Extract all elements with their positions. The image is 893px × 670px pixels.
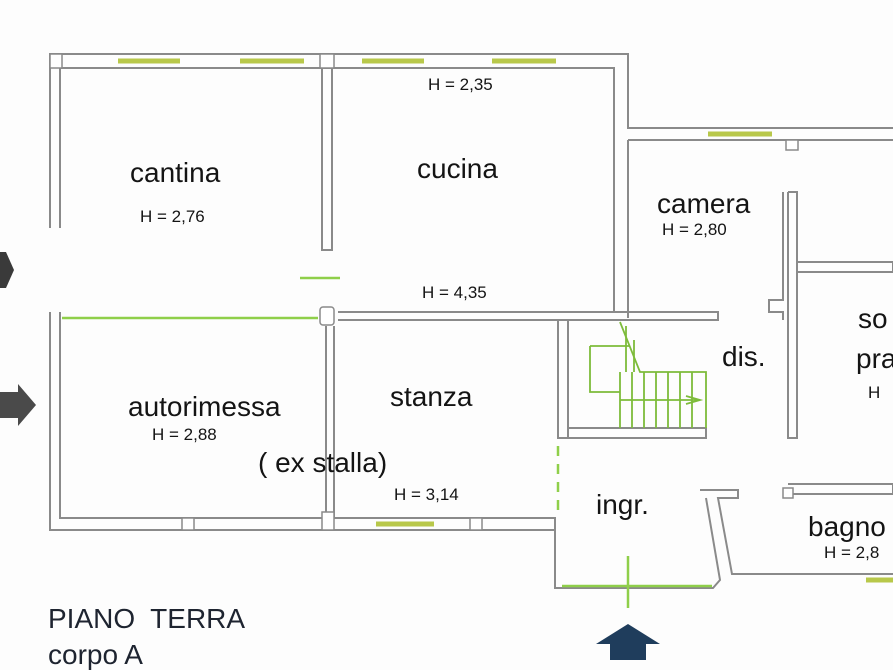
room-name-cantina: cantina xyxy=(130,157,221,188)
wall-ingr-right-inner xyxy=(562,497,722,589)
wall-stair-left xyxy=(557,320,569,439)
room-height-bagno: H = 2,8 xyxy=(824,543,879,562)
room-name-bagno: bagno xyxy=(808,511,886,542)
plan-title: PIANO TERRA corpo A xyxy=(48,603,245,670)
column-camera xyxy=(785,139,799,151)
room-labels: cantina H = 2,76 H = 2,35 cucina H = 4,3… xyxy=(128,75,893,562)
stair-landing xyxy=(589,346,620,393)
stair-outline xyxy=(619,321,707,428)
room-height-stanza: H = 3,14 xyxy=(394,485,459,504)
plan-title-line1: PIANO TERRA xyxy=(48,603,245,634)
column-top-mid xyxy=(319,53,335,69)
plan-title-line2: corpo A xyxy=(48,639,143,670)
outer-wall-top-left xyxy=(49,53,893,228)
room-name-dis: dis. xyxy=(722,341,766,372)
column-bottom-1 xyxy=(181,517,195,531)
outer-wall-top-left-inner xyxy=(59,67,615,312)
wall-autorimessa-stanza xyxy=(325,326,335,519)
room-height-autorimessa: H = 2,88 xyxy=(152,425,217,444)
wall-ingr-right xyxy=(700,489,893,575)
wall-mid-horizontal xyxy=(338,311,719,321)
room-name-stanza: stanza xyxy=(390,381,473,412)
wall-dis-right xyxy=(787,191,798,439)
room-height-cantina: H = 2,76 xyxy=(140,207,205,226)
arrow-right-icon-side-entry xyxy=(0,384,36,426)
room-height-cucina-bottom: H = 4,35 xyxy=(422,283,487,302)
room-name-autorimessa: autorimessa xyxy=(128,391,281,422)
staircase xyxy=(589,321,707,428)
room-name-ingr: ingr. xyxy=(596,489,649,520)
wall-ingr-left xyxy=(554,530,562,589)
column-top-left xyxy=(49,53,63,69)
column-dis xyxy=(782,487,794,499)
arrows xyxy=(0,252,660,660)
room-height-soggiorno: H xyxy=(868,383,880,402)
column-marks xyxy=(49,53,799,531)
openings xyxy=(62,276,712,608)
room-name-soggiorno-line2: pra xyxy=(856,343,893,374)
wall-camera-right xyxy=(768,192,784,320)
room-note-stanza: ( ex stalla) xyxy=(258,447,387,478)
arrow-up-icon-entrance xyxy=(596,624,660,660)
outer-wall-bottom-left xyxy=(49,312,556,531)
room-height-cucina-top: H = 2,35 xyxy=(428,75,493,94)
wall-bagno-top xyxy=(788,483,893,495)
arrow-right-icon xyxy=(0,252,14,288)
column-bottom-2 xyxy=(321,511,335,531)
room-height-camera: H = 2,80 xyxy=(662,220,727,239)
room-name-camera: camera xyxy=(657,188,751,219)
wall-soggiorno-top xyxy=(797,261,893,273)
room-name-soggiorno-line1: so xyxy=(858,303,888,334)
column-bottom-3 xyxy=(469,517,483,531)
column-mid xyxy=(319,306,335,326)
windows xyxy=(118,58,893,583)
wall-stair-bottom xyxy=(558,427,707,439)
room-name-cucina: cucina xyxy=(417,153,498,184)
wall-cantina-cucina xyxy=(321,68,333,251)
